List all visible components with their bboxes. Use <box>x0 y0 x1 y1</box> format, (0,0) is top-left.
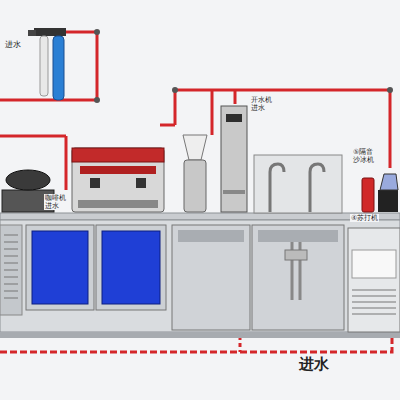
water-filter <box>28 28 66 100</box>
coffee-machine <box>72 148 164 212</box>
counter <box>0 213 400 338</box>
blender <box>378 174 398 212</box>
equipment-label: ④苏打机 <box>350 214 379 222</box>
equipment-label: 咖啡机 进水 <box>44 194 69 210</box>
equipment-label: 开水机 进水 <box>250 96 275 112</box>
pipe-joint <box>94 97 100 103</box>
sink <box>254 155 342 213</box>
equipment-label: 进水 <box>4 40 22 49</box>
water-pipe <box>0 32 392 352</box>
soda-machine <box>362 178 374 212</box>
pipe-joint <box>387 87 393 93</box>
equipment-label: ⑤隔音 沙冰机 <box>352 148 378 164</box>
pipe-joint <box>94 29 100 35</box>
hot-water-dispenser <box>221 106 247 212</box>
pipe-joint <box>172 87 178 93</box>
inlet-label: 进水 <box>298 356 330 373</box>
coffee-grinder <box>183 135 207 212</box>
